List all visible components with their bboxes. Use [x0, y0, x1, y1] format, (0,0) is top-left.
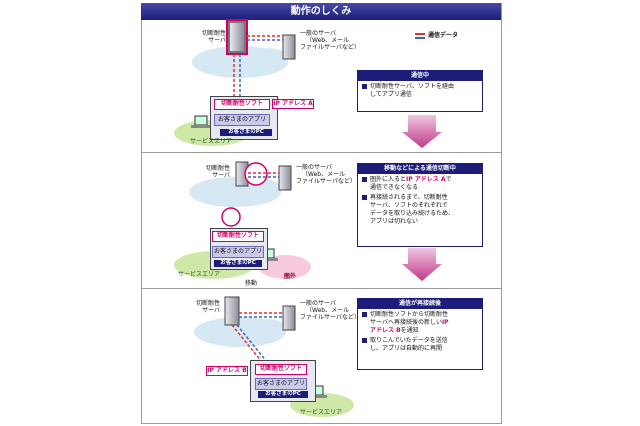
resilience-server-label-2: 切断耐性サーバ [206, 165, 231, 179]
info-box-2-item-2: 再接続されるまで、切断耐性 サーバ、ソフトのそれぞれで データを取り込み続けるた… [358, 192, 482, 226]
out-of-range-label: 圏外 [284, 273, 297, 280]
info-box-1-title: 通信中 [358, 71, 482, 81]
info-box-2-item-1: 圏外に入るとIP アドレス Aで 通信できなくなる [358, 174, 482, 192]
move-label: 移動 [245, 280, 258, 287]
resilience-server-label: 切断耐性サーバ [202, 30, 227, 44]
legend-label: 通信データ [428, 32, 459, 39]
resilience-soft-3: 切断耐性ソフト [255, 364, 307, 375]
info-box-2-title: 移動などによる通信切断中 [358, 164, 482, 174]
info-box-3-item-2: 取りこんでいたデータを送信 し、アプリは自動的に再開 [358, 335, 482, 353]
resilience-soft-2: 切断耐性ソフト [212, 231, 264, 242]
general-server-label: 一般のサーバ （Web、メール ファイルサーバなど） [300, 30, 360, 51]
customer-pc-label-2: お客さまのPC [214, 260, 262, 267]
service-area-label-3: サービスエリア [300, 409, 343, 416]
general-server-label-2: 一般のサーバ （Web、メール ファイルサーバなど） [296, 164, 356, 185]
info-box-3: 通信が再接続後 切断耐性ソフトから切断耐性 サーバへ再接続後の新しいIP アドレ… [357, 298, 483, 370]
customer-pc-label: お客さまのPC [220, 129, 272, 136]
panel-divider-1 [141, 152, 501, 153]
general-server-label-3: 一般のサーバ （Web、メール ファイルサーバなど） [300, 300, 360, 321]
customer-app: お客さまのアプリ [214, 114, 270, 126]
info-box-1-item: 切断耐性サーバ、ソフトを経由 してアプリ通信 [358, 81, 482, 99]
ip-address-a: IP アドレス A [272, 99, 314, 109]
service-area-label-2: サービスエリア [178, 271, 221, 278]
resilience-server-label-3: 切断耐性サーバ [196, 300, 221, 314]
general-server-icon [282, 34, 296, 60]
info-box-3-title: 通信が再接続後 [358, 299, 482, 309]
laptop-icon [194, 115, 208, 126]
ip-address-b: IP アドレス B [206, 366, 248, 376]
customer-pc-label-3: お客さまのPC [258, 391, 308, 398]
customer-app-3: お客さまのアプリ [255, 378, 307, 390]
flow-arrow-1 [402, 115, 442, 148]
diagram-title: 動作のしくみ [141, 3, 501, 20]
legend-icon [415, 33, 425, 39]
service-area-label: サービスエリア [190, 138, 233, 145]
panel-divider-2 [141, 288, 501, 289]
info-box-2: 移動などによる通信切断中 圏外に入るとIP アドレス Aで 通信できなくなる 再… [357, 163, 483, 247]
resilience-soft: 切断耐性ソフト [214, 99, 270, 110]
flow-arrow-2 [402, 248, 442, 281]
buffer-icon [244, 162, 268, 186]
info-box-3-item-1: 切断耐性ソフトから切断耐性 サーバへ再接続後の新しいIP アドレス Bを通知 [358, 309, 482, 335]
info-box-1: 通信中 切断耐性サーバ、ソフトを経由 してアプリ通信 [357, 70, 483, 112]
customer-app-2: お客さまのアプリ [212, 246, 264, 258]
